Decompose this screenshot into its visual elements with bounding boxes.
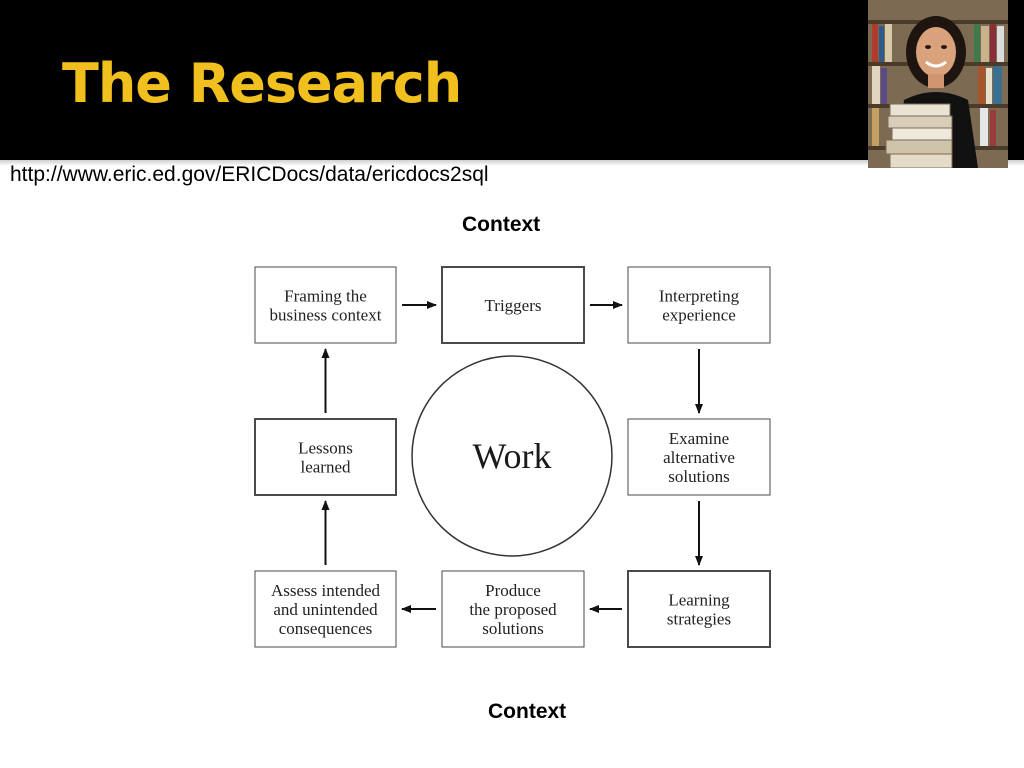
- context-label-bottom: Context: [488, 700, 567, 723]
- node-box-learning: [627, 570, 771, 648]
- node-label-interpreting-line-1: experience: [662, 306, 736, 325]
- node-label-lessons-line-0: Lessons: [298, 439, 353, 458]
- node-box-assess: [254, 570, 397, 648]
- node-box-lessons: [254, 418, 397, 496]
- node-label-framing-line-0: Framing the: [284, 287, 367, 306]
- node-label-assess-line-0: Assess intended: [271, 581, 381, 600]
- node-label-learning-line-0: Learning: [668, 591, 730, 610]
- node-label-triggers-line-0: Triggers: [485, 296, 542, 315]
- node-label-assess-line-2: consequences: [279, 619, 372, 638]
- header-band: [0, 0, 1024, 160]
- work-center-label: Work: [472, 436, 551, 476]
- header-divider: [0, 160, 1024, 166]
- source-url: http://www.eric.ed.gov/ERICDocs/data/eri…: [10, 163, 489, 186]
- node-label-examine-line-0: Examine: [669, 429, 729, 448]
- node-box-interpreting: [627, 266, 771, 344]
- work-circle: [411, 355, 613, 557]
- node-label-examine-line-1: alternative: [663, 448, 735, 467]
- node-box-framing: [254, 266, 397, 344]
- node-label-assess-line-1: and unintended: [273, 600, 378, 619]
- node-label-examine-line-2: solutions: [668, 467, 729, 486]
- node-label-lessons-line-1: learned: [300, 458, 351, 477]
- woman-holding-books-photo: [868, 0, 1008, 168]
- page-title: The Research: [62, 52, 462, 115]
- node-box-triggers: [441, 266, 585, 344]
- node-box-examine: [627, 418, 771, 496]
- node-label-framing-line-1: business context: [270, 306, 382, 325]
- node-label-produce-line-0: Produce: [485, 581, 541, 600]
- node-label-learning-line-1: strategies: [667, 610, 731, 629]
- node-box-produce: [441, 570, 585, 648]
- context-label-top: Context: [462, 213, 541, 236]
- node-triggers: Triggers: [441, 266, 585, 344]
- node-label-produce-line-2: solutions: [482, 619, 543, 638]
- node-label-produce-line-1: the proposed: [469, 600, 557, 619]
- node-label-interpreting-line-0: Interpreting: [659, 287, 740, 306]
